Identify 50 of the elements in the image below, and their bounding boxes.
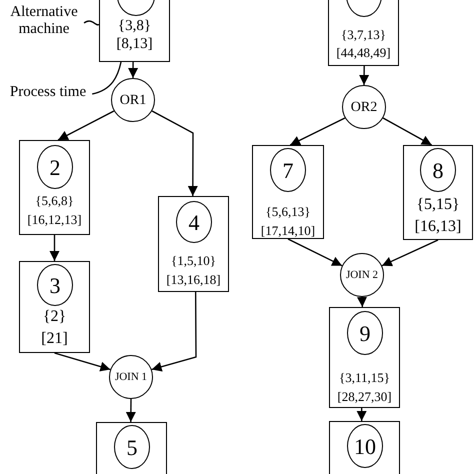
arrow <box>290 117 346 146</box>
leader-line <box>92 62 122 95</box>
machine-set-text: {5,15} <box>416 195 460 215</box>
operation-box <box>19 261 90 353</box>
operation-ellipse: 4 <box>176 201 212 243</box>
arrow <box>54 352 110 372</box>
leader-line <box>84 20 100 26</box>
process-time-text: [8,13] <box>116 35 153 53</box>
process-time-text: [17,14,10] <box>260 222 316 240</box>
operation-box <box>329 421 400 474</box>
operation-ellipse: 2 <box>37 145 73 189</box>
operation-box <box>96 422 167 474</box>
machine-set-text: {3,11,15} <box>339 369 390 387</box>
process-time-text: [16,12,13] <box>27 211 82 229</box>
machine-set-text: {3,8} <box>118 17 152 35</box>
machine-set-text: {3,7,13} <box>341 26 386 44</box>
operation-ellipse: 3 <box>37 264 73 306</box>
process-time-text: [28,27,30] <box>337 388 392 406</box>
arrow <box>50 235 60 261</box>
operation-ellipse: 5 <box>114 425 150 469</box>
process-time-text: [16,13] <box>414 217 462 237</box>
operation-ellipse: 7 <box>270 148 306 192</box>
arrow <box>382 239 438 266</box>
operation-ellipse: 9 <box>347 311 383 355</box>
arrow <box>152 110 198 196</box>
arrow <box>58 110 114 141</box>
arrow <box>128 62 138 78</box>
operation-box <box>329 307 400 408</box>
arrow <box>357 296 367 308</box>
machine-set-text: {1,5,10} <box>171 252 216 270</box>
machine-set-text: {5,6,13} <box>266 203 310 221</box>
machine-set-text: {2} <box>42 307 66 327</box>
arrow <box>356 408 367 421</box>
operation-box <box>158 196 229 292</box>
process-time-text: [21] <box>41 329 68 349</box>
operation-box <box>19 140 90 235</box>
machine-set-text: {5,6,8} <box>35 192 74 210</box>
operation-ellipse: 10 <box>347 424 383 468</box>
annotation-label: Process time <box>0 84 96 104</box>
process-time-text: [44,48,49] <box>336 44 391 62</box>
process-time-text: [13,16,18] <box>166 271 221 289</box>
arrow <box>126 399 136 422</box>
operation-box <box>252 145 324 239</box>
arrow <box>152 292 197 372</box>
annotation-label: Alternative machine <box>0 4 88 42</box>
operation-box <box>403 145 473 240</box>
arrow <box>359 66 370 85</box>
arrow <box>288 238 342 266</box>
operation-ellipse: 8 <box>420 148 456 192</box>
arrow <box>382 117 432 146</box>
